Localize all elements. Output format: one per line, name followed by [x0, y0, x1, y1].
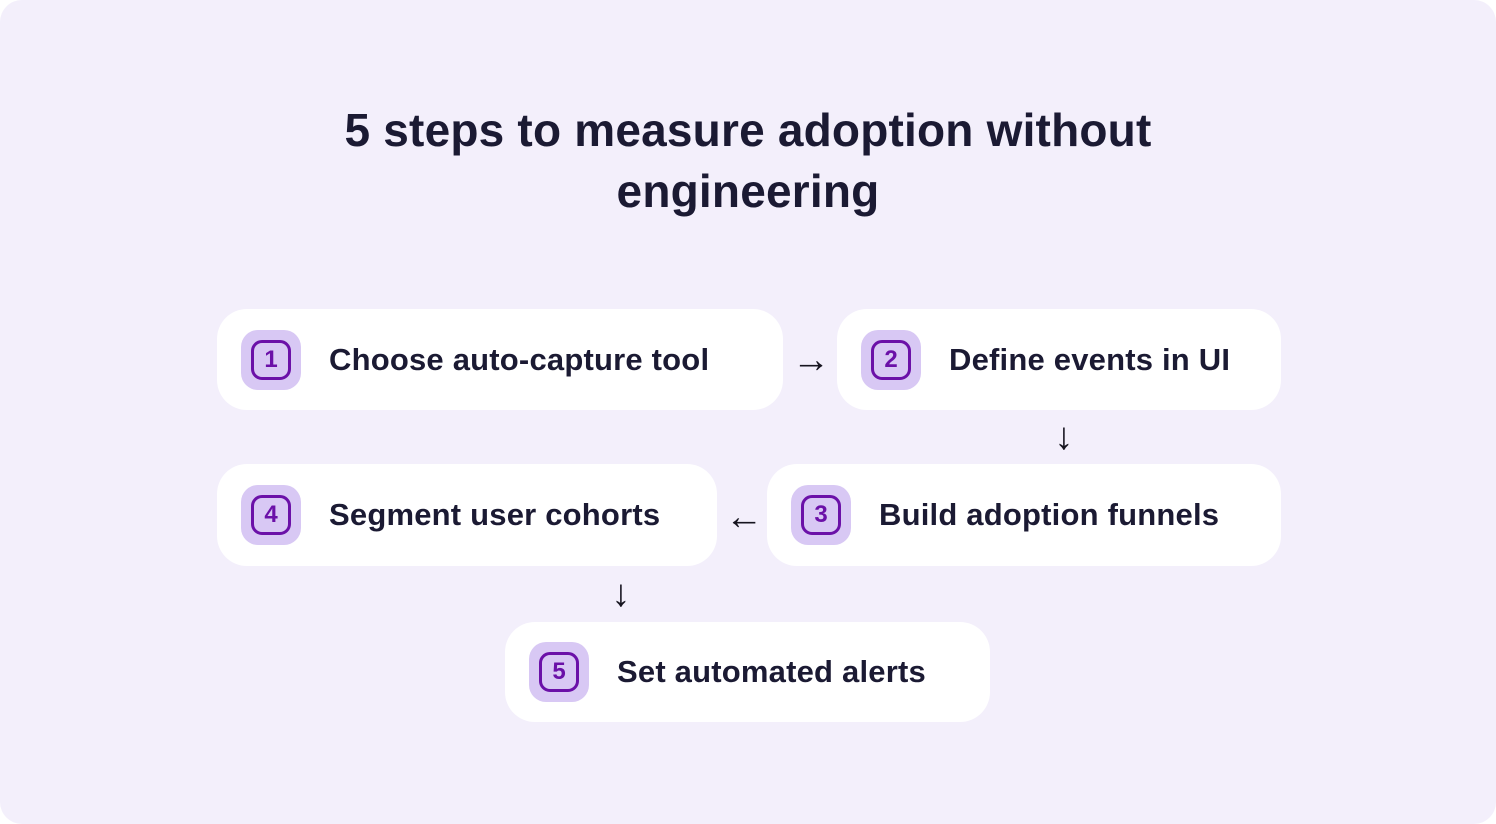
step-2-number: 2 [871, 339, 911, 380]
step-card-5: 5 Set automated alerts [505, 622, 990, 722]
step-card-4: 4 Segment user cohorts [217, 464, 717, 566]
arrow-down-icon: ↓ [611, 573, 631, 615]
step-3-number-badge: 3 [791, 485, 851, 545]
arrow-right-icon: → [792, 339, 830, 381]
arrow-left-icon: ← [725, 496, 763, 538]
step-2-number-badge: 2 [861, 329, 921, 390]
step-2-label: Define events in UI [949, 341, 1231, 377]
step-3-label: Build adoption funnels [879, 497, 1220, 532]
step-5-number-badge: 5 [529, 642, 589, 702]
arrow-down-icon: ↓ [1054, 416, 1074, 458]
step-card-1: 1 Choose auto-capture tool [217, 309, 783, 410]
step-5-label: Set automated alerts [617, 654, 926, 689]
step-4-number: 4 [251, 495, 291, 535]
step-1-number: 1 [251, 339, 291, 380]
step-1-label: Choose auto-capture tool [329, 341, 710, 377]
step-card-3: 3 Build adoption funnels [767, 464, 1281, 566]
step-3-number: 3 [801, 495, 841, 535]
step-card-2: 2 Define events in UI [837, 309, 1281, 410]
step-4-label: Segment user cohorts [329, 497, 661, 532]
step-1-number-badge: 1 [241, 329, 301, 390]
step-5-number: 5 [539, 652, 579, 692]
page-title: 5 steps to measure adoption without engi… [344, 104, 1152, 218]
step-4-number-badge: 4 [241, 485, 301, 545]
